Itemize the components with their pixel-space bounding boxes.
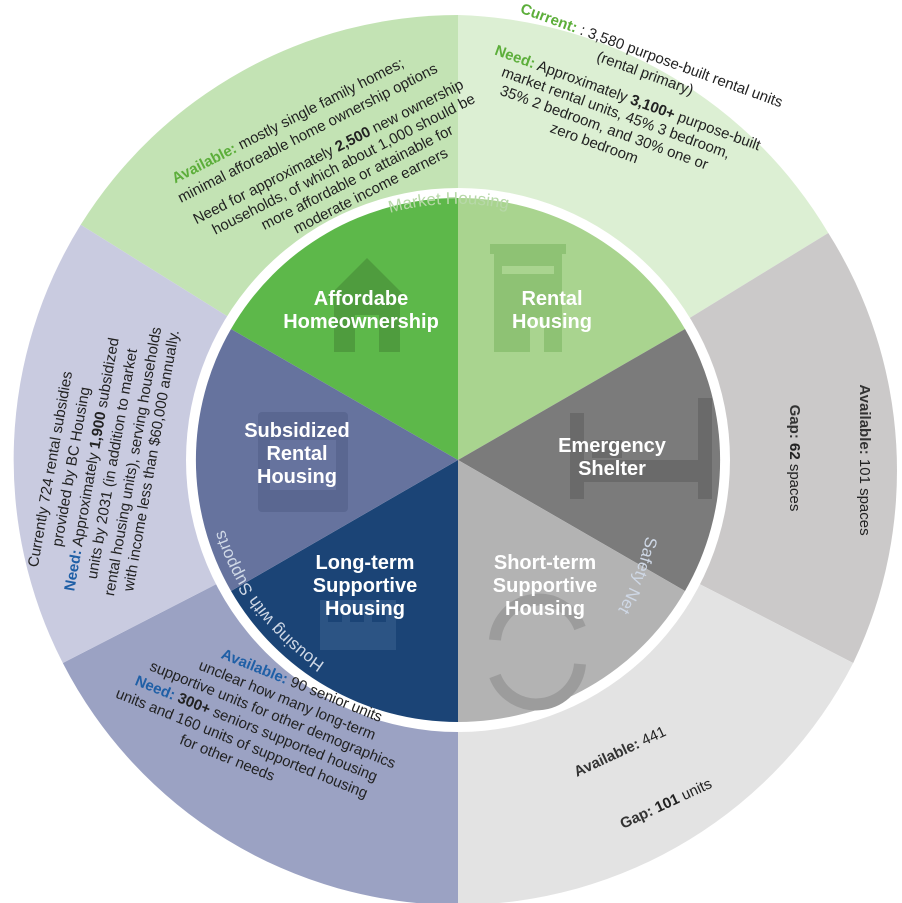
title-long-term-line3: Housing (325, 598, 405, 620)
title-homeownership-line2: Homeownership (283, 311, 439, 333)
bed-icon (570, 398, 712, 499)
title-emergency-line1: Emergency (558, 435, 667, 457)
title-short-term-line3: Housing (505, 598, 585, 620)
title-long-term-line1: Long-term (316, 552, 415, 574)
emergency-available: Available: 101 spaces (856, 384, 873, 535)
title-emergency-line2: Shelter (578, 458, 646, 480)
title-rental-line2: Housing (512, 311, 592, 333)
title-long-term-line2: Supportive (313, 575, 417, 597)
title-subsidized-line3: Housing (257, 466, 337, 488)
title-subsidized-line1: Subsidized (244, 420, 350, 442)
title-subsidized-line2: Rental (266, 443, 327, 465)
building-icon (490, 244, 566, 352)
segment-title-rental: Rental Housing (512, 288, 592, 333)
emergency-gap: Gap: 62 spaces (786, 405, 803, 512)
segment-title-long-term: Long-term Supportive Housing (313, 552, 417, 620)
title-rental-line1: Rental (521, 288, 582, 310)
segment-title-subsidized: Subsidized Rental Housing (244, 420, 350, 488)
inner-segment-short-term (458, 460, 685, 722)
subsidized-home-icon (258, 412, 348, 512)
segment-title-short-term: Short-term Supportive Housing (493, 552, 597, 620)
segment-title-homeownership: Affordabe Homeownership (283, 288, 439, 333)
outer-text-emergency: Available: 101 spaces Gap: 62 spaces (786, 384, 873, 535)
title-short-term-line1: Short-term (494, 552, 596, 574)
cycle-home-icon (489, 593, 586, 711)
inner-segment-long-term (231, 460, 458, 723)
apartment-icon (320, 600, 396, 650)
title-homeownership-line1: Affordabe (314, 288, 408, 310)
segment-title-emergency: Emergency Shelter (558, 435, 667, 480)
house-icon (327, 258, 407, 352)
title-short-term-line2: Supportive (493, 575, 597, 597)
